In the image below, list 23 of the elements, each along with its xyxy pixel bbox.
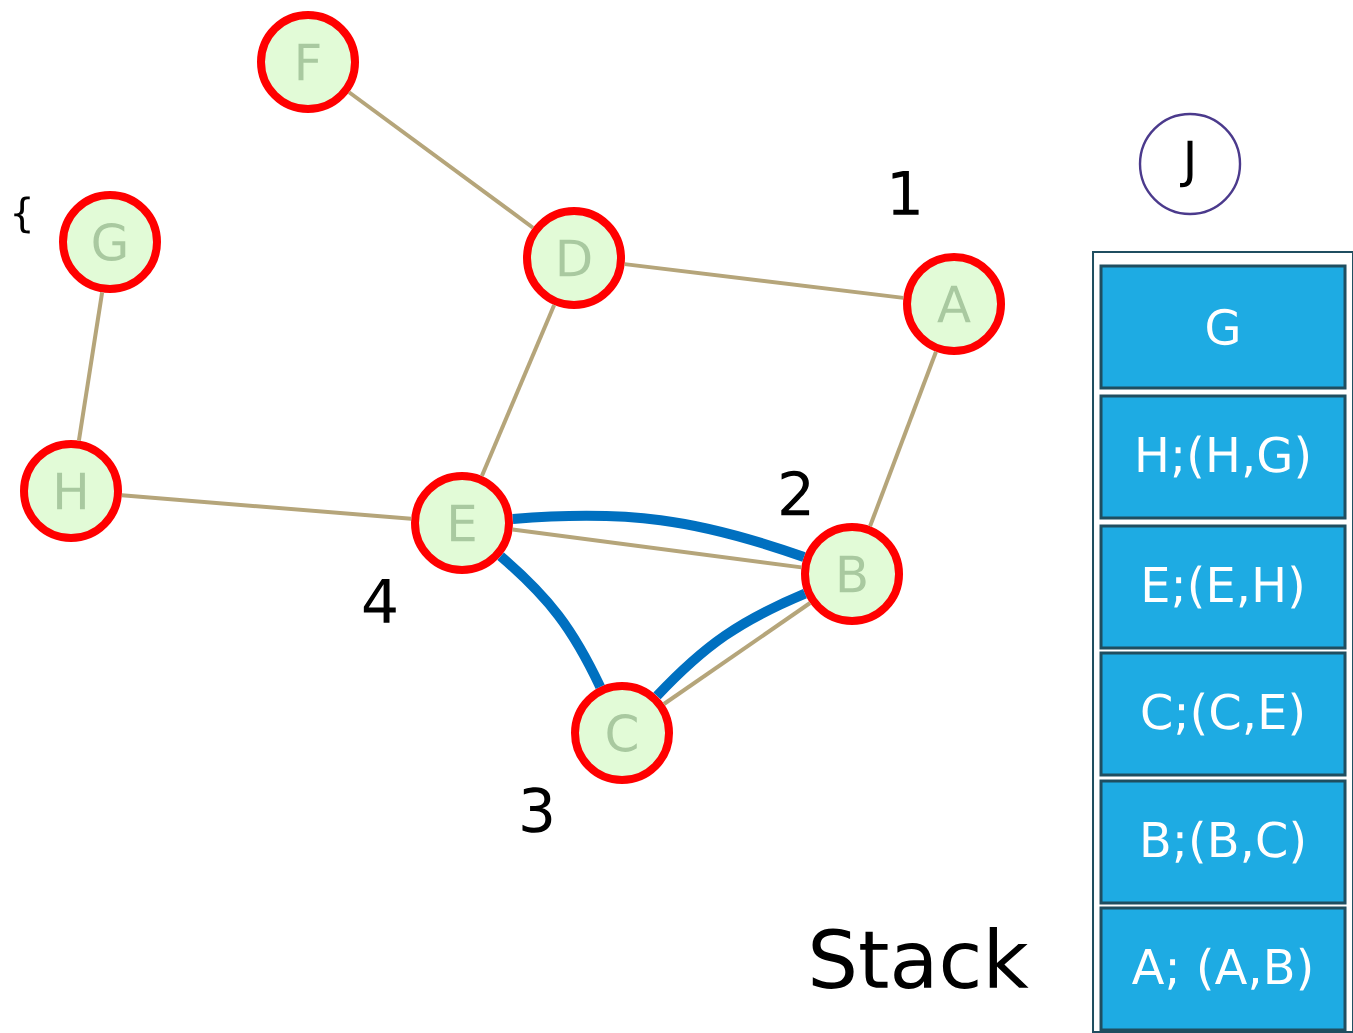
stack-cell: C;(C,E) [1099, 651, 1347, 777]
scribble-line [512, 510, 806, 562]
edge-line [624, 262, 904, 300]
edge-line [662, 601, 812, 706]
stack-title: Stack [812, 927, 1029, 989]
step-number: 4 [363, 579, 396, 623]
edge-line [512, 527, 802, 570]
stack-cell: G [1099, 264, 1347, 390]
step-number: 2 [781, 470, 810, 516]
scribble-line [653, 589, 807, 700]
stack-frame [1092, 251, 1353, 1033]
stack-cell: E;(E,H) [1099, 524, 1347, 650]
edge-line [76, 292, 105, 441]
scribble-line [497, 552, 605, 690]
edge-line [868, 351, 938, 527]
edge-line [121, 493, 412, 521]
step-number: 1 [892, 171, 919, 215]
step-number: 3 [522, 787, 552, 833]
stack-cell: A; (A,B) [1099, 906, 1347, 1032]
stack-cell: B;(B,C) [1099, 779, 1347, 905]
stack-cell: H;(H,G) [1099, 394, 1347, 520]
edge-line [347, 90, 535, 230]
edge-line [480, 304, 556, 477]
